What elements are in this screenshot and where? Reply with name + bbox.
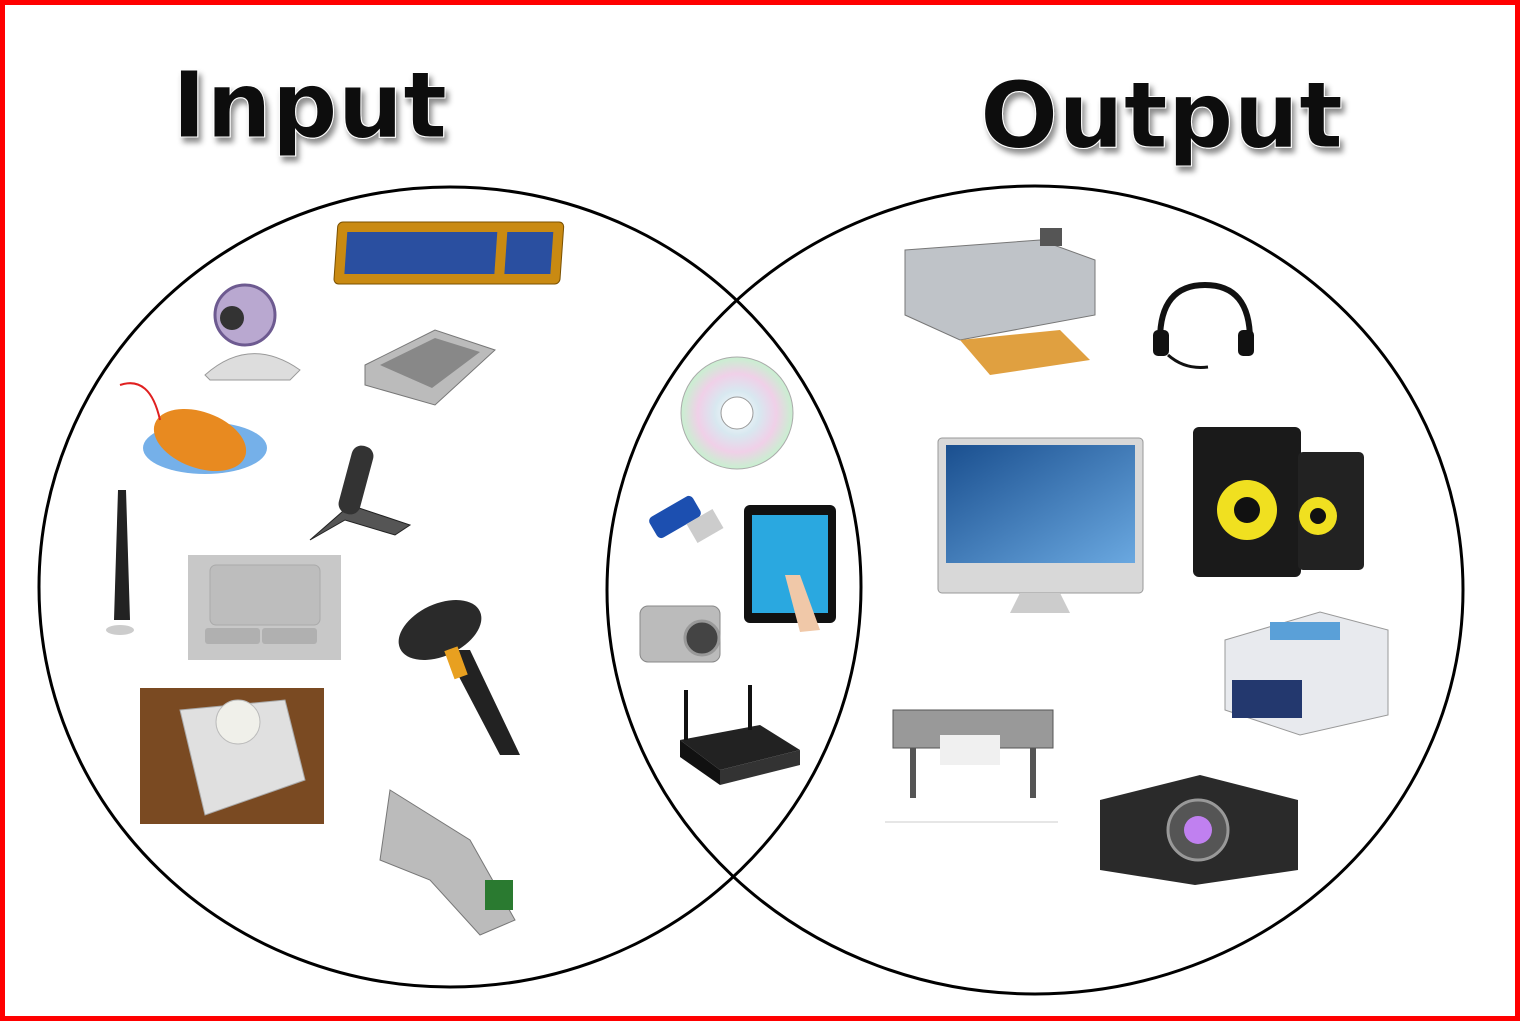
joystick-icon	[309, 445, 412, 541]
data-glove-icon	[379, 789, 516, 936]
scanner-icon	[364, 329, 496, 406]
touchpad-icon	[188, 555, 341, 660]
projector-icon	[1100, 775, 1298, 885]
stylus-pen-icon	[106, 490, 134, 635]
output-title: Output	[980, 62, 1343, 169]
mouse-icon	[119, 382, 267, 474]
all-in-one-printer-icon	[904, 228, 1096, 375]
output-circle	[605, 184, 1465, 996]
trackball-icon	[140, 688, 324, 824]
input-circle	[37, 185, 863, 989]
wireless-router-icon	[680, 685, 800, 785]
cd-disc-icon	[680, 356, 794, 470]
tablet-touchscreen-icon	[744, 505, 836, 632]
barcode-scanner-icon	[398, 599, 520, 755]
input-title: Input	[172, 52, 447, 159]
headset-icon	[1153, 281, 1254, 369]
digital-camera-icon	[639, 605, 721, 663]
monitor-icon	[937, 437, 1144, 613]
speakers-icon	[1193, 427, 1364, 577]
plotter-icon	[885, 709, 1058, 823]
keyboard-icon	[333, 221, 565, 285]
usb-drive-icon	[649, 495, 724, 544]
laser-printer-icon	[1224, 611, 1389, 736]
webcam-icon	[204, 283, 301, 381]
